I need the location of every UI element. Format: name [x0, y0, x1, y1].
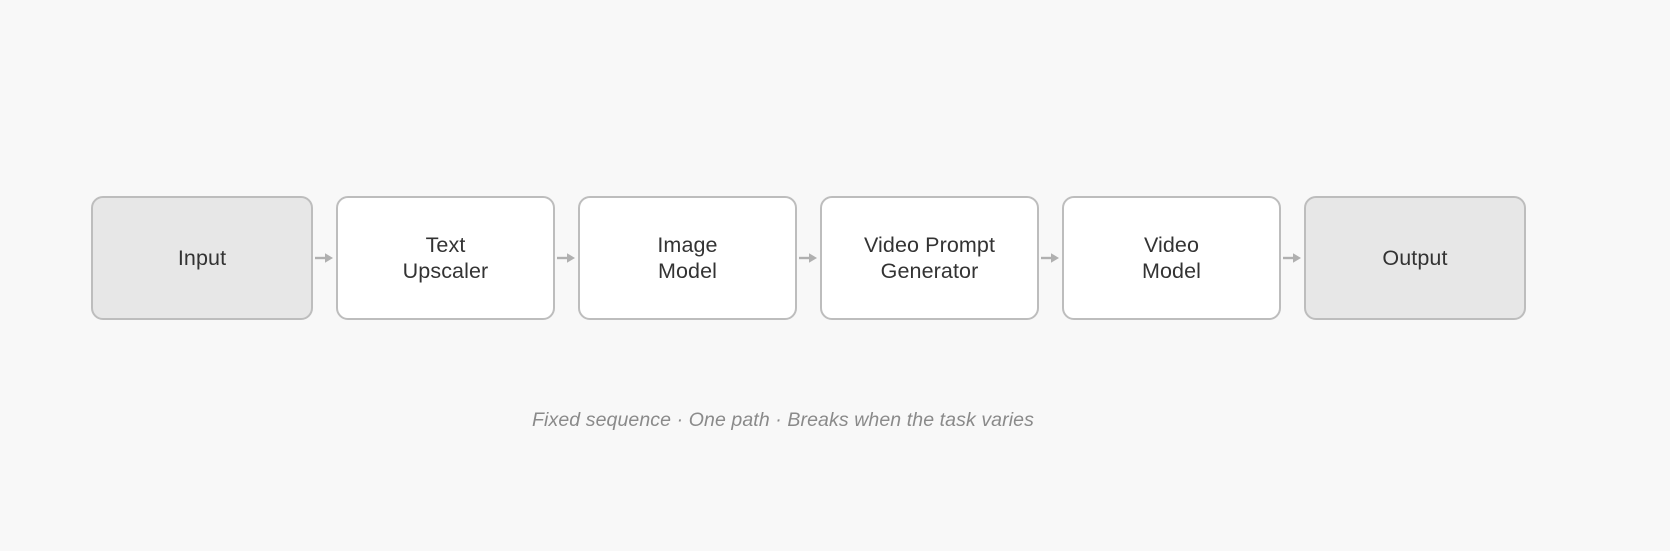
arrow-video-model-to-output — [1281, 196, 1304, 320]
node-image-model[interactable]: Image Model — [578, 196, 797, 320]
arrow-image-model-to-video-prompt-generator — [797, 196, 820, 320]
arrow-text-upscaler-to-image-model — [555, 196, 578, 320]
node-image-model-label: Image Model — [657, 233, 718, 283]
node-input[interactable]: Input — [91, 196, 313, 320]
node-video-model[interactable]: Video Model — [1062, 196, 1281, 320]
node-output-label: Output — [1382, 246, 1448, 270]
pipeline-flow: Input Text Upscaler Image Model — [91, 196, 1526, 320]
arrow-video-prompt-generator-to-video-model — [1039, 196, 1062, 320]
node-text-upscaler[interactable]: Text Upscaler — [336, 196, 555, 320]
node-video-model-label: Video Model — [1141, 233, 1202, 283]
node-output[interactable]: Output — [1304, 196, 1526, 320]
node-video-prompt-generator-label: Video Prompt Generator — [863, 233, 996, 283]
diagram-caption: Fixed sequence · One path · Breaks when … — [532, 409, 1034, 431]
arrow-input-to-text-upscaler — [313, 196, 336, 320]
node-input-label: Input — [177, 246, 227, 270]
node-text-upscaler-label: Text Upscaler — [402, 233, 489, 283]
node-video-prompt-generator[interactable]: Video Prompt Generator — [820, 196, 1039, 320]
